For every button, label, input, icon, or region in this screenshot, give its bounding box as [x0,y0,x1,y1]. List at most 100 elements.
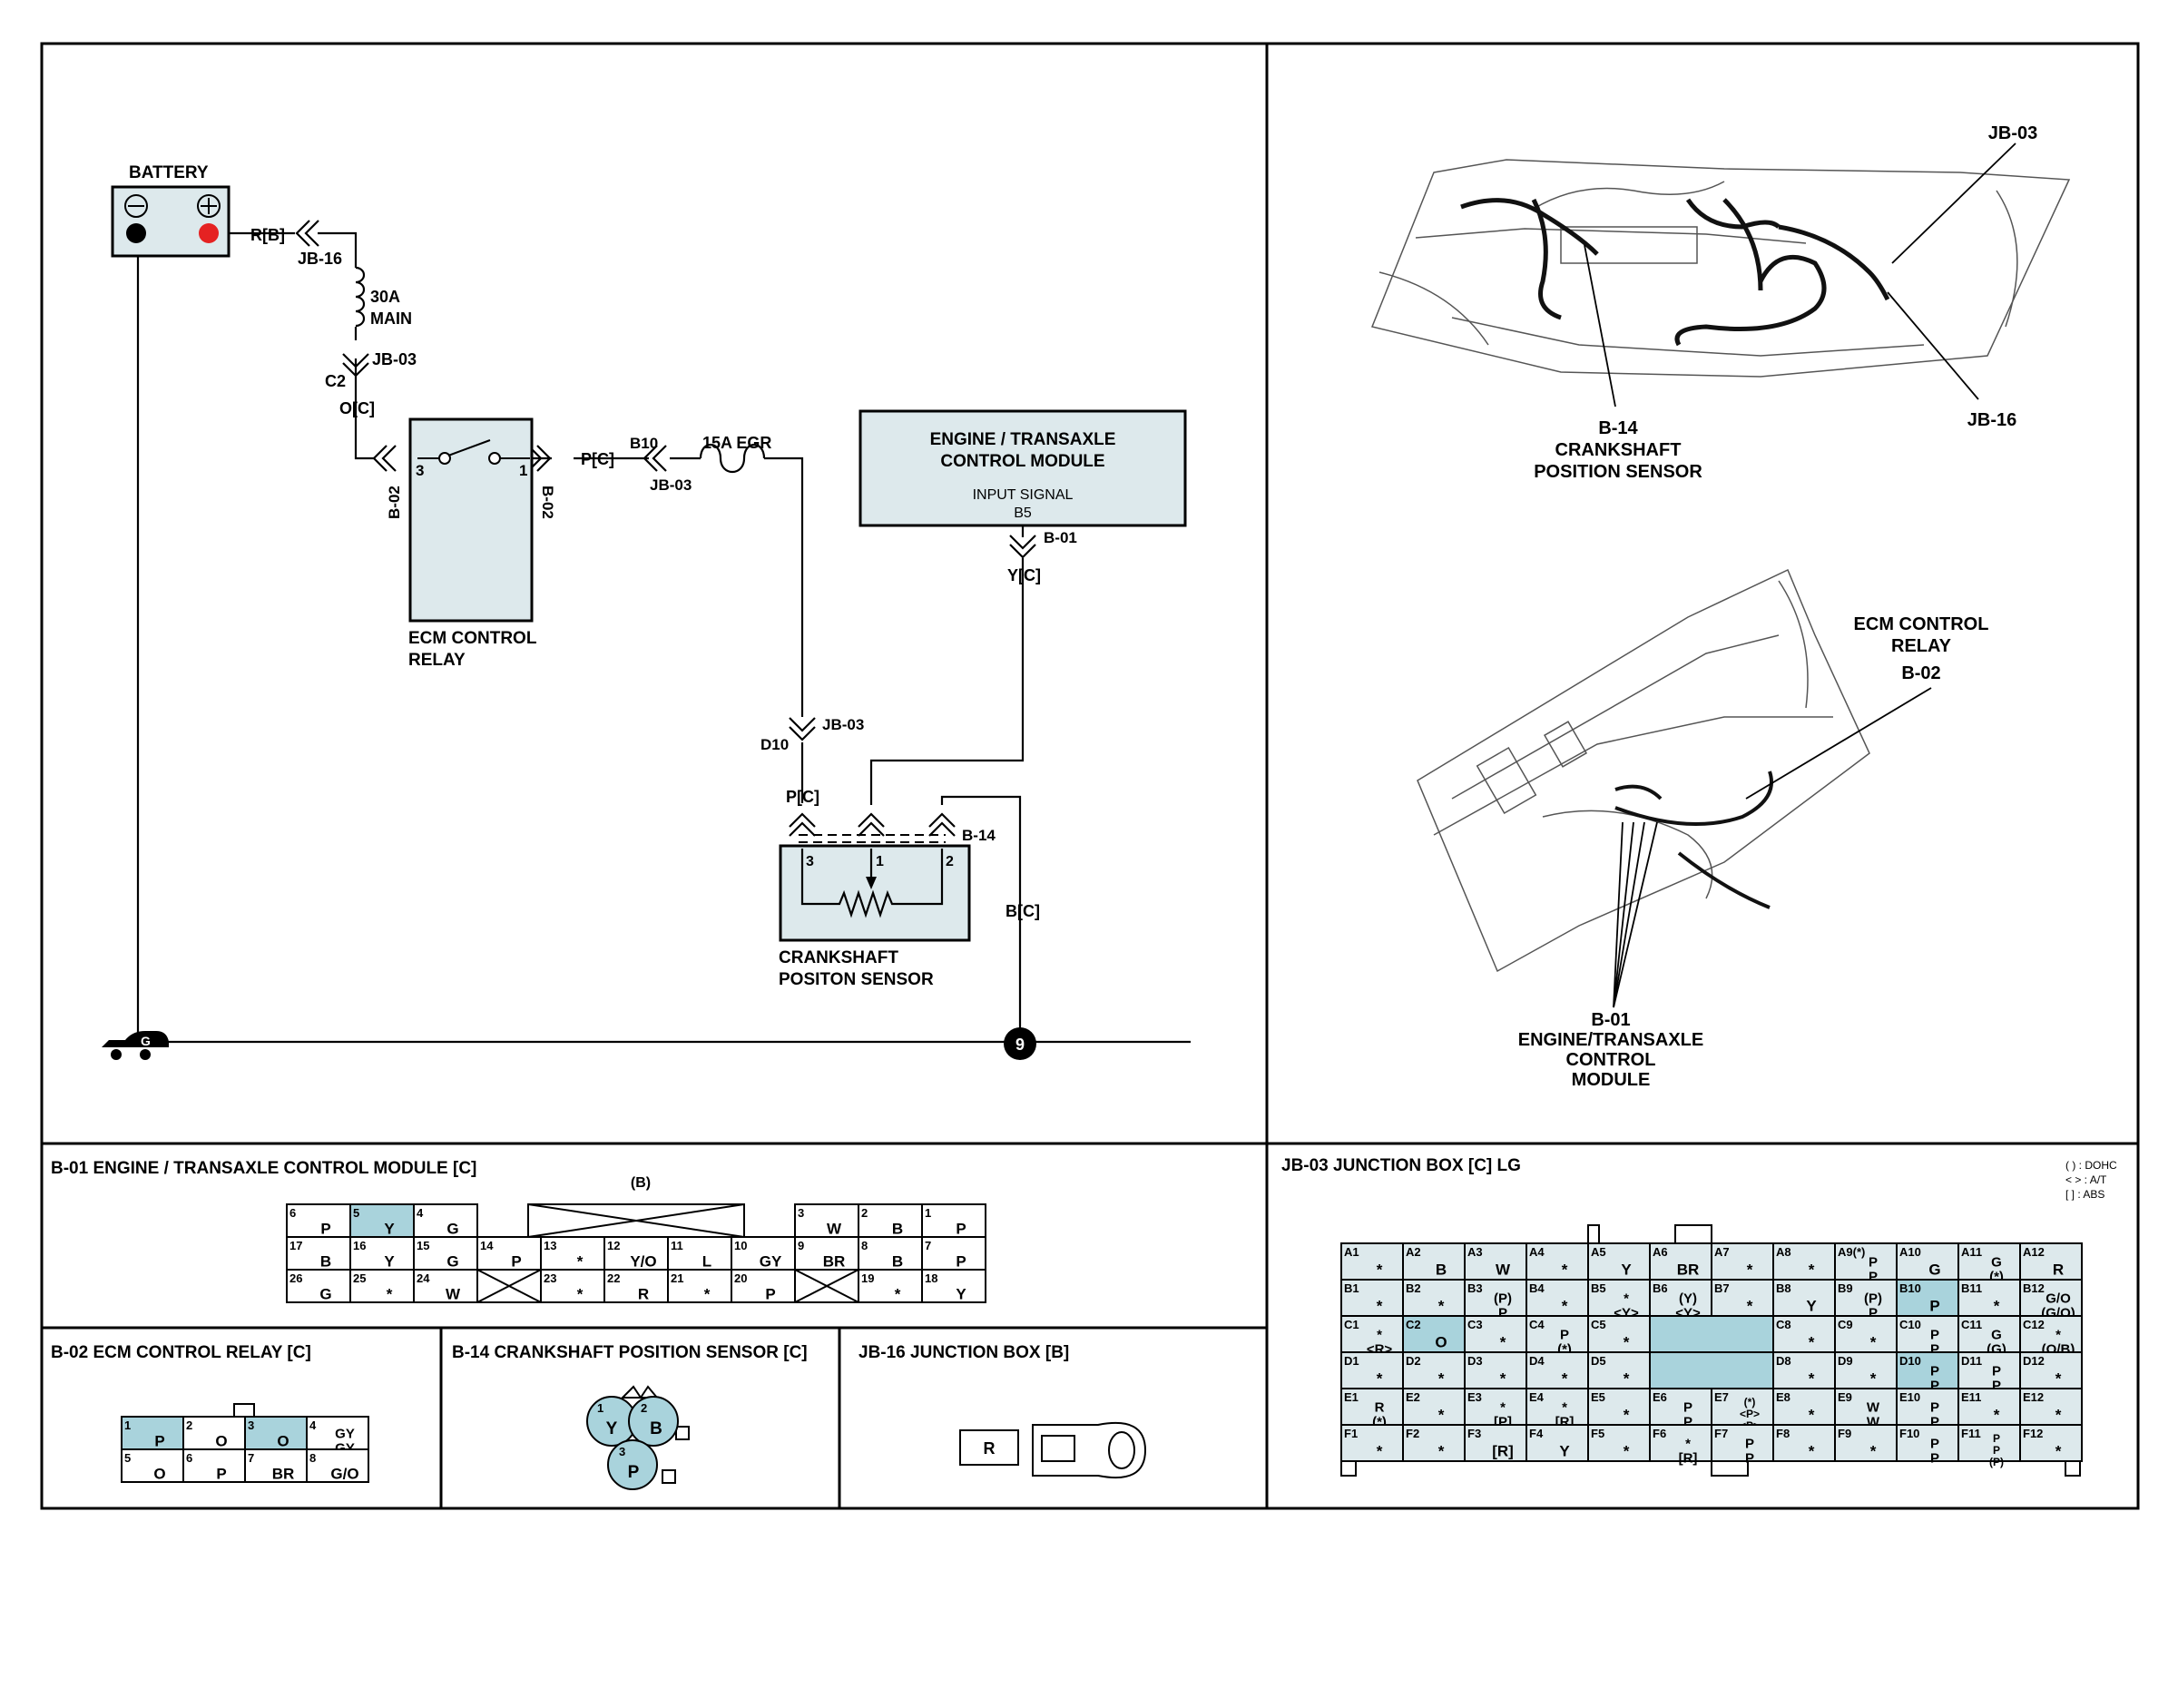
jb03-pin-number: D3 [1467,1354,1483,1368]
battery-title: BATTERY [129,163,209,182]
b01-cell [540,1236,605,1271]
b01-pin-number: 24 [417,1271,430,1285]
jb03-wire-color: P [1993,1444,2000,1457]
b01-wire-color: * [387,1286,393,1303]
b02-wire-color: GY [335,1427,355,1442]
b01-wire-color: G [319,1286,331,1303]
locator-ecm-relay-2: RELAY [1891,636,1952,656]
b02-wire-color: BR [272,1466,295,1483]
jb03-pin-number: E5 [1591,1390,1605,1404]
jb03-wire-color: * [1377,1370,1383,1388]
b01-pin-number: 12 [607,1239,620,1252]
ground-point [1004,1027,1036,1060]
jb16-terminal [959,1421,1147,1479]
jb03-cell [1464,1388,1527,1426]
jb03-cell [1402,1315,1466,1353]
b01-wire-color: W [827,1221,842,1238]
jb03-cell [1587,1242,1651,1281]
jb03-wire-color: G [1991,1255,2002,1271]
jb03-wire-color: * [1809,1334,1815,1351]
connector-b02-left: B-02 [386,486,403,519]
jb03-pin-number: D11 [1961,1354,1982,1368]
jb03-blank-cell [1649,1315,1774,1353]
jb03-wire-color: W [1496,1261,1511,1279]
jb03-wire-color: * [1809,1261,1815,1279]
jb03-wire-color: * [1562,1370,1568,1388]
jb03-wire-color: W [1867,1400,1880,1416]
jb03-wire-color: Y [1621,1261,1632,1279]
b01-pin-number: 23 [544,1271,556,1285]
b02-cell [121,1416,184,1450]
jb03-pin-number: F3 [1467,1427,1481,1440]
jb03-pin-number: F5 [1591,1427,1604,1440]
main-fuse-symbol [355,266,366,328]
jb03-cell [1896,1279,1959,1317]
b14-pin-3-num: 3 [619,1445,625,1458]
jb03-pin-number: B7 [1714,1281,1730,1295]
b01-panel-title: B-01 ENGINE / TRANSAXLE CONTROL MODULE [… [51,1159,476,1178]
jb03-pin-number: E2 [1406,1390,1420,1404]
jb03-wire-color: P [1930,1379,1939,1394]
b01-cell [731,1269,796,1303]
b14-pin-2-color: B [650,1419,662,1438]
locator-b01-4: MODULE [1572,1070,1651,1090]
b01-wire-color: BR [823,1253,846,1271]
b14-pin-2-circle [628,1396,679,1447]
jb03-connector-face: A1*A2BA3WA4*A5YA6BRA7*A8*A9(*)PPA10GA11G… [1340,1224,2083,1477]
jb03-wire-color: * [1994,1298,2000,1315]
jb03-cell [1711,1424,1774,1462]
jb03-wire-color: * [1438,1443,1445,1460]
jb03-pin-number: A6 [1653,1245,1668,1259]
jb03-wire-color: * [1624,1407,1630,1424]
b01-pin-number: 4 [417,1206,424,1220]
locator-jb16: JB-16 [1967,410,2016,430]
jb16-terminal-color: R [984,1439,996,1458]
jb03-wire-color: * [1377,1328,1382,1343]
jb03-pin-number: D12 [2023,1354,2045,1368]
b01-wire-color: GY [760,1253,782,1271]
b01-wire-color: P [956,1253,966,1271]
b01-pin-number: 15 [417,1239,429,1252]
b01-wire-color: W [446,1286,461,1303]
b01-cell [921,1236,986,1271]
b14-connector-face [586,1385,690,1490]
jb03-pin-number: A9(*) [1838,1245,1865,1259]
egr-fuse-symbol [699,443,766,473]
b14-pin-3-color: P [628,1463,640,1482]
jb03-wire-color: * [1624,1291,1629,1307]
jb03-cell [1957,1315,2021,1353]
jb03-wire-color: * [1500,1400,1506,1416]
jb03-pin-number: A11 [1961,1245,1982,1259]
b02-panel-title: B-02 ECM CONTROL RELAY [C] [51,1343,311,1362]
jb03-cell [1711,1388,1774,1426]
jb03-wire-color: P [1929,1298,1939,1315]
jb03-pin-number: D5 [1591,1354,1606,1368]
b02-pin-number: 4 [309,1418,317,1432]
b01-pin-number: 14 [480,1239,494,1252]
jb03-pin-number: B1 [1344,1281,1359,1295]
ecm-module-box [858,409,1187,527]
jb03-pin-number: E9 [1838,1390,1852,1404]
jb03-wire-color: * [1377,1298,1383,1315]
b14-pin-1-num: 1 [597,1401,603,1415]
ground-symbol [102,1031,169,1060]
b01-pin-number: 21 [671,1271,683,1285]
jb03-cell [1957,1242,2021,1281]
b01-pin-number: 16 [353,1239,366,1252]
page-frame [40,42,2140,1510]
b02-pin-number: 2 [186,1418,192,1432]
jb03-wire-color: [R] [1679,1451,1698,1467]
jb03-pin-number: A8 [1776,1245,1791,1259]
jb03-pin-number: B5 [1591,1281,1606,1295]
jb03-cell [2019,1424,2083,1462]
b01-wire-color: P [511,1253,521,1271]
jb03-wire-color: O [1435,1334,1447,1351]
jb03-pin-number: E7 [1714,1390,1729,1404]
jb03-pin-number: C4 [1529,1318,1545,1331]
jb03-pin-number: A12 [2023,1245,2045,1259]
main-fuse-rating: 30A [370,288,400,306]
jb03-blank-cell [1649,1351,1774,1389]
jb03-pin-number: D1 [1344,1354,1359,1368]
b01-wire-color: * [704,1286,711,1303]
ecm-line1: ENGINE / TRANSAXLE [930,430,1116,449]
